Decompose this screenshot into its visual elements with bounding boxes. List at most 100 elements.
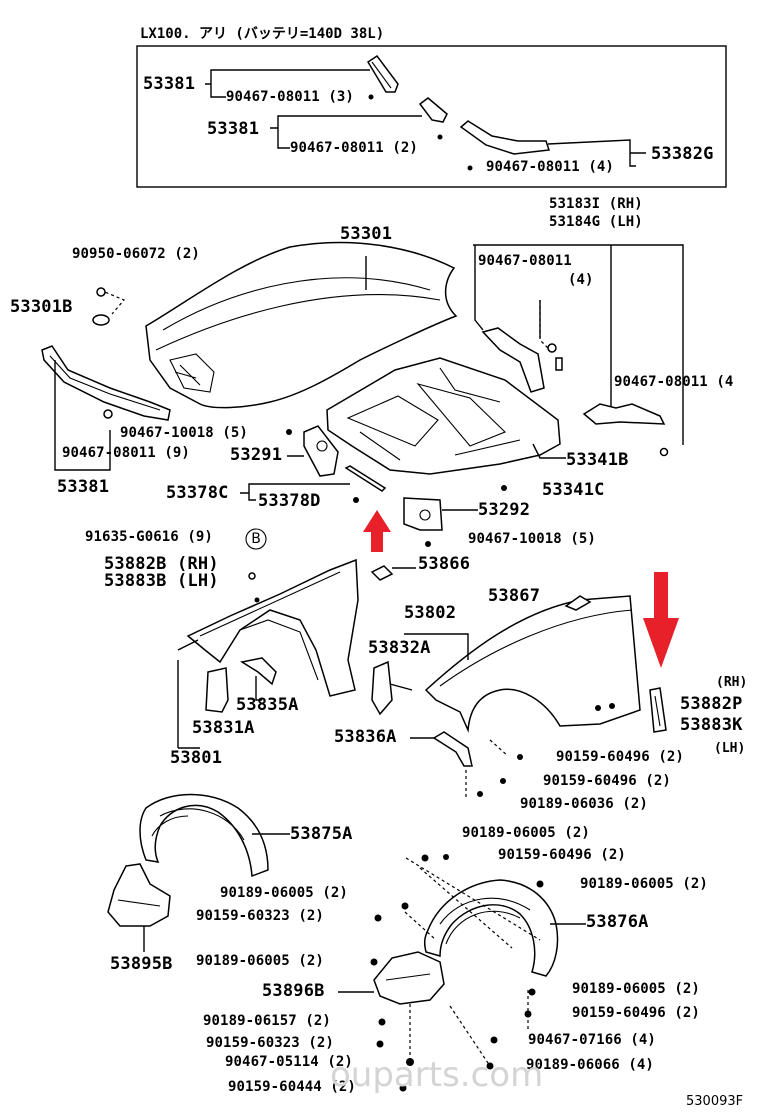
part-label-90467-10018[interactable]: 90467-10018 (5) [120,425,248,441]
part-label-90159-60496[interactable]: 90159-60496 (2) [498,847,626,863]
side-label-lh: (LH) [714,741,746,756]
part-label-53875a[interactable]: 53875A [290,824,353,844]
part-label-90159-60444[interactable]: 90159-60444 (2) [228,1079,356,1095]
part-label-90467-05114[interactable]: 90467-05114 (2) [225,1054,353,1070]
fender-bracket-53835a [240,657,277,686]
part-label-90467-08011[interactable]: 90467-08011 [478,253,572,269]
part-label-53378d[interactable]: 53378D [258,491,321,511]
part-label-90189-06005[interactable]: 90189-06005 (2) [196,953,324,969]
part-label-53184g[interactable]: 53184G (LH) [549,214,643,230]
part-label-53381[interactable]: 53381 [57,477,110,497]
part-label-90467-08011[interactable]: 90467-08011 (3) [226,89,354,105]
part-label-53866[interactable]: 53866 [418,554,471,574]
inset-bracket-1 [366,54,399,93]
leader [255,676,262,701]
circle-marker-b-label: B [251,531,261,547]
part-label-90189-06005[interactable]: 90189-06005 (2) [580,876,708,892]
part-label-90189-06157[interactable]: 90189-06157 (2) [203,1013,331,1029]
part-label-53382g[interactable]: 53382G [651,144,714,164]
leader [205,69,370,98]
bracket-53836a [432,731,473,767]
part-label-53882b[interactable]: 53882B (RH) [104,554,219,574]
hinge-bracket-right [582,403,669,457]
part-label-53896b[interactable]: 53896B [262,981,325,1001]
leader [240,483,350,501]
part-label-53882p[interactable]: 53882P [680,694,743,714]
arrow-up-marker [363,510,391,552]
part-label-53378c[interactable]: 53378C [166,483,229,503]
part-label-53183i[interactable]: 53183I (RH) [549,196,643,212]
inset-bracket-2 [418,97,448,123]
part-label-90189-06036[interactable]: 90189-06036 (2) [520,796,648,812]
part-label-53381[interactable]: 53381 [143,74,196,94]
part-label-90159-60496[interactable]: 90159-60496 (2) [572,1005,700,1021]
hood-hinge-53183i [481,327,563,393]
part-label-53292[interactable]: 53292 [478,500,531,520]
splash-shield-53895b [107,863,171,927]
bracket-53867 [564,595,592,611]
part-label-53836a[interactable]: 53836A [334,727,397,747]
part-label-90467-08011[interactable]: 90467-08011 (2) [290,140,418,156]
leader [54,360,111,471]
fender-liner-53875a [139,793,269,878]
inset-bracket-3 [459,120,551,155]
part-label-53831a[interactable]: 53831A [192,718,255,738]
arrow-down-marker [643,572,679,668]
part-label-53341c[interactable]: 53341C [542,480,605,500]
hood-insulator-53341b [326,357,561,475]
hood-53301 [145,241,458,409]
header-note: LX100. アリ (バッテリ=140D 38L) [140,26,385,42]
leader [404,633,469,660]
part-label-90467-08011[interactable]: 90467-08011 (4) [486,159,614,175]
part-label-90189-06005[interactable]: 90189-06005 (2) [220,885,348,901]
leader [177,639,200,749]
splash-shield-53896b [373,951,445,1005]
part-label-90189-06005[interactable]: 90189-06005 (2) [572,981,700,997]
part-label-53301[interactable]: 53301 [340,224,393,244]
part-label-90950-06072[interactable]: 90950-06072 (2) [72,246,200,262]
fender-bracket-53832a [371,660,393,716]
part-label-53883b[interactable]: 53883B (LH) [104,571,219,591]
side-label-rh: (RH) [716,675,748,690]
leader [389,683,413,691]
fender-bracket-53831a [205,667,229,713]
part-label-90189-06066[interactable]: 90189-06066 (4) [526,1057,654,1073]
part-label-90159-60323[interactable]: 90159-60323 (2) [206,1035,334,1051]
drawing-code: 530093F [686,1094,744,1109]
part-label-53876a[interactable]: 53876A [586,912,649,932]
fender-liner-53876a [423,879,559,977]
part-label-53381[interactable]: 53381 [207,119,260,139]
part-label-90159-60496[interactable]: 90159-60496 (2) [556,749,684,765]
part-label-91635-g0616[interactable]: 91635-G0616 (9) [85,529,213,545]
part-label-90159-60323[interactable]: 90159-60323 (2) [196,908,324,924]
seal-53882p [649,687,667,733]
part-label-53883k[interactable]: 53883K [680,715,743,735]
part-label-90467-07166[interactable]: 90467-07166 (4) [528,1032,656,1048]
part-label-90467-08011[interactable]: 90467-08011 (4 [614,374,734,390]
bracket-53866 [370,565,394,581]
part-label-90467-10018[interactable]: 90467-10018 (5) [468,531,596,547]
part-label-53802[interactable]: 53802 [404,603,457,623]
part-label-53301b[interactable]: 53301B [10,297,73,317]
part-label-53291[interactable]: 53291 [230,445,283,465]
part-label-53835a[interactable]: 53835A [236,695,299,715]
part-label-90189-06005[interactable]: 90189-06005 (2) [462,825,590,841]
part-label-53895b[interactable]: 53895B [110,954,173,974]
part-label-90467-08011[interactable]: 90467-08011 (9) [62,445,190,461]
leader [532,443,566,459]
inset-box [136,45,727,188]
quantity-label: (4) [568,272,594,288]
leader [547,139,646,167]
bracket-53292 [403,497,443,531]
part-label-90159-60496[interactable]: 90159-60496 (2) [543,773,671,789]
part-label-53867[interactable]: 53867 [488,586,541,606]
part-label-53832a[interactable]: 53832A [368,638,431,658]
hood-support-53381 [41,345,171,421]
part-label-53801[interactable]: 53801 [170,748,223,768]
part-label-53341b[interactable]: 53341B [566,450,629,470]
leader [270,115,422,149]
hood-rod-53378 [344,465,387,503]
front-fender-rh-53802 [424,595,641,733]
